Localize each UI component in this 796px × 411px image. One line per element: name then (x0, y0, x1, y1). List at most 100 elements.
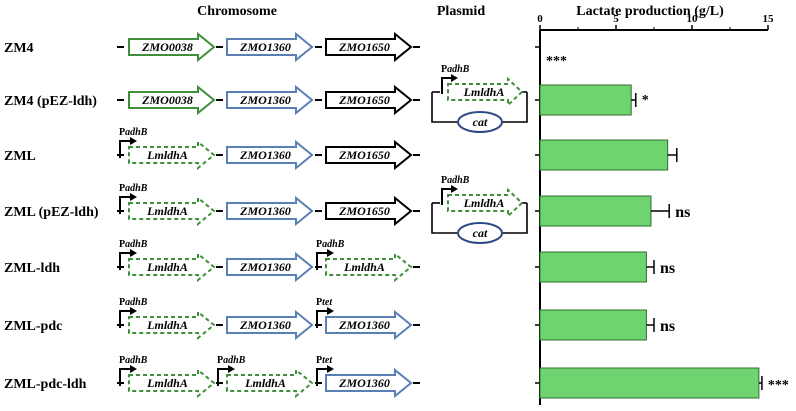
promoter-bent-line (316, 252, 328, 270)
plasmid-gene-arrow (447, 187, 524, 219)
gene-label: ZMO1360 (338, 376, 390, 390)
promoter-arrow: Ptet (316, 355, 334, 386)
strain-label: ZML-pdc (4, 319, 62, 334)
gene-arrow-shape (128, 84, 216, 116)
gene-arrow-shape (128, 251, 216, 283)
promoter-name: adhB (125, 127, 148, 138)
promoter-bent-line (119, 196, 131, 214)
strain-label: ZML (4, 149, 36, 164)
gene-arrow: ZMO1360 Ptet (316, 355, 413, 399)
promoter-name: tet (322, 297, 333, 308)
promoter-label: PadhB (441, 175, 470, 186)
promoter-label: PadhB (119, 127, 148, 138)
gene-arrow-shape (128, 367, 216, 399)
plasmid-header: Plasmid (437, 4, 485, 19)
gene-arrow-shape (325, 84, 413, 116)
promoter-arrowhead (130, 249, 137, 257)
bar (539, 367, 760, 399)
promoter-name: adhB (125, 355, 148, 366)
column-headers: Chromosome Plasmid Lactate production (g… (197, 4, 724, 19)
gene-arrow: ZMO1360 (226, 31, 314, 63)
gene-arrow: ZMO1360 (226, 195, 314, 227)
promoter-label: Ptet (316, 297, 333, 308)
promoter-prefix: P (316, 297, 322, 308)
promoter-arrow: PadhB (217, 355, 246, 386)
promoter-bent-line (119, 368, 131, 386)
cat-marker-label: cat (473, 226, 488, 240)
x-tick-label: 15 (763, 13, 775, 25)
promoter-arrowhead (451, 74, 458, 82)
promoter-arrowhead (130, 365, 137, 373)
plasmid-gene-label: LmldhA (463, 196, 505, 210)
gene-label: ZMO1360 (239, 40, 291, 54)
significance-label: *** (768, 378, 789, 393)
promoter-prefix: P (119, 239, 125, 250)
promoter-arrow: Ptet (316, 297, 334, 328)
gene-arrow: ZMO0038 (128, 31, 216, 63)
gene-label: ZMO0038 (141, 93, 193, 107)
gene-arrow-shape (226, 309, 314, 341)
promoter-bent-line (119, 140, 131, 158)
gene-arrow: ZMO1650 (325, 139, 413, 171)
promoter-arrow: PadhB (119, 355, 148, 386)
promoter-name: adhB (447, 64, 470, 75)
gene-arrow-shape (226, 195, 314, 227)
bar (539, 251, 647, 283)
gene-arrow-shape (128, 309, 216, 341)
promoter-bent-line (316, 310, 328, 328)
gene-label: ZMO1360 (338, 318, 390, 332)
strain-label: ZML (pEZ-ldh) (4, 205, 99, 220)
promoter-arrowhead (327, 365, 334, 373)
promoter-arrowhead (228, 365, 235, 373)
gene-label: ZMO1360 (239, 260, 291, 274)
promoter-bent-line (217, 368, 229, 386)
gene-label: ZMO0038 (141, 40, 193, 54)
gene-label: LmldhA (146, 376, 188, 390)
gene-arrow: ZMO1650 (325, 84, 413, 116)
gene-arrow-shape (325, 139, 413, 171)
promoter-arrowhead (327, 249, 334, 257)
significance-label: ns (660, 260, 675, 277)
promoter-name: adhB (125, 297, 148, 308)
promoter-arrow: PadhB (316, 239, 345, 270)
promoter-prefix: P (119, 127, 125, 138)
significance-label: ns (660, 318, 675, 335)
construct-row-1: ZM4 ZMO0038 ZMO1360 ZMO1650 (4, 31, 420, 63)
promoter-arrowhead (327, 307, 334, 315)
strain-label: ZM4 (pEZ-ldh) (4, 94, 97, 109)
gene-arrow-shape (325, 367, 413, 399)
strain-label: ZM4 (4, 41, 34, 56)
significance-label: *** (546, 54, 567, 69)
gene-label: ZMO1360 (239, 204, 291, 218)
gene-arrow-shape (226, 139, 314, 171)
gene-arrow-shape (325, 251, 413, 283)
gene-label: ZMO1650 (338, 93, 390, 107)
promoter-label: Ptet (316, 355, 333, 366)
promoter-arrow: PadhB (119, 297, 148, 328)
gene-label: ZMO1650 (338, 40, 390, 54)
gene-arrow: ZMO1360 Ptet (316, 297, 413, 341)
gene-label: LmldhA (146, 204, 188, 218)
chromosome-header: Chromosome (197, 4, 277, 19)
strain-label: ZML-ldh (4, 261, 60, 276)
bar (539, 195, 652, 227)
gene-label: ZMO1650 (338, 148, 390, 162)
promoter-arrowhead (130, 137, 137, 145)
plasmid-gene-arrow (447, 76, 524, 108)
promoter-name: adhB (322, 239, 345, 250)
gene-label: ZMO1650 (338, 204, 390, 218)
promoter-prefix: P (217, 355, 223, 366)
promoter-prefix: P (316, 239, 322, 250)
gene-arrow: ZMO1650 (325, 31, 413, 63)
gene-arrow-shape (226, 367, 314, 399)
